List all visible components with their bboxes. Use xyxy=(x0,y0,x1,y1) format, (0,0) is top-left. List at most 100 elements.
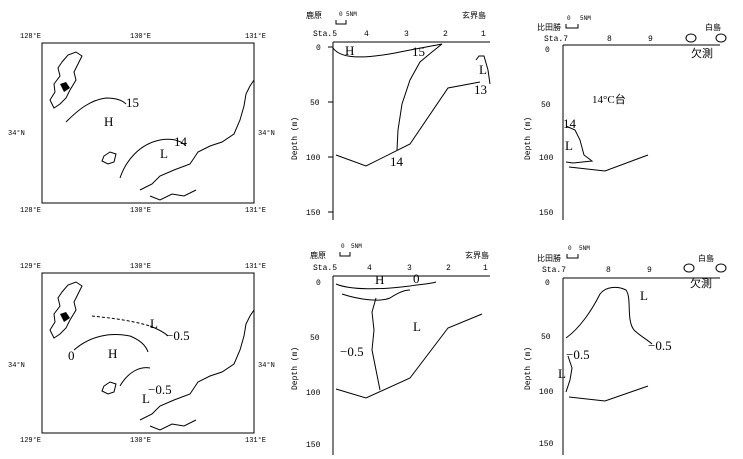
top-s1-scale-dist: 5NM xyxy=(346,11,357,18)
top-map-island-iki xyxy=(101,151,117,165)
top-s1-ytick-50: 50 xyxy=(310,99,320,108)
top-s1-station-2: 2 xyxy=(443,30,448,39)
bottom-s1-contour-neg xyxy=(371,297,381,391)
top-s1-contour-13 xyxy=(475,55,491,85)
bottom-s2-label-neg-right: −0.5 xyxy=(648,338,672,353)
bottom-s2-missing: 欠測 xyxy=(690,276,712,290)
top-s1-place-right: 玄界島 xyxy=(462,10,486,20)
top-map-label-low: L xyxy=(160,146,168,161)
bottom-s2-ytick-150: 150 xyxy=(539,440,554,449)
bottom-s2-scale-dist: 5NM xyxy=(579,245,590,252)
bottom-map-lat-right: 34°N xyxy=(258,361,275,370)
top-s1-ytick-100: 100 xyxy=(306,154,321,163)
top-map-lon-top-3: 131°E xyxy=(245,32,266,41)
bottom-s2-label-low-bottom: L xyxy=(558,366,566,381)
bottom-map-contour-neg-bottom xyxy=(119,367,151,387)
bottom-map-lon-top-1: 129°E xyxy=(20,262,41,271)
top-map-lon-bottom-2: 130°E xyxy=(130,206,151,215)
bottom-map-coastline-south xyxy=(149,419,197,431)
bottom-map-label-low-top: L xyxy=(150,316,158,331)
top-section1: 鹿原 0 5NM 玄界島 Sta.5 4 3 2 1 0 50 100 150 … xyxy=(291,10,491,220)
bottom-map-label-low-bottom: L xyxy=(142,391,150,406)
top-map-contour-15 xyxy=(65,97,127,123)
bottom-map-lon-bottom-2: 130°E xyxy=(130,436,151,445)
top-s1-bottom-profile xyxy=(335,81,481,167)
bottom-map-frame xyxy=(41,272,255,434)
bottom-map-coastline xyxy=(139,309,255,421)
bottom-section1: 鹿原 0 5NM 玄界島 Sta.5 4 3 2 1 0 50 100 150 … xyxy=(291,243,490,455)
bottom-s1-bottom-profile xyxy=(335,313,483,399)
top-s2-ytick-150: 150 xyxy=(539,209,554,218)
top-map-lon-top-2: 130°E xyxy=(130,32,151,41)
top-s1-scale-bar xyxy=(335,20,347,25)
top-s2-missing: 欠測 xyxy=(691,46,713,60)
bottom-map-label-zero: 0 xyxy=(68,348,75,363)
bottom-s2-bottom-profile xyxy=(568,385,649,402)
top-section2: 比田勝 0 5NM 白島 Sta.7 8 9 0 50 100 150 Dept… xyxy=(524,15,727,220)
bottom-s1-contour-upper xyxy=(335,281,437,290)
top-map-coastline-south xyxy=(149,189,197,201)
bottom-s1-ytick-0: 0 xyxy=(316,279,321,288)
top-s1-ytick-150: 150 xyxy=(306,209,321,218)
top-map-lat-left: 34°N xyxy=(8,129,25,138)
bottom-map-label-neg-bottom: −0.5 xyxy=(148,382,172,397)
top-s1-ylabel: Depth (m) xyxy=(291,117,300,160)
bottom-s1-label-high: H xyxy=(375,272,384,287)
top-s2-place-left: 比田勝 xyxy=(537,22,561,32)
top-map-label-15: 15 xyxy=(126,95,139,110)
top-s1-scale-zero: 0 xyxy=(339,11,343,18)
top-map-lon-bottom-1: 128°E xyxy=(20,206,41,215)
top-s2-scale-bar xyxy=(565,24,579,29)
bottom-s1-station-3: 3 xyxy=(407,264,412,273)
bottom-map-lat-left: 34°N xyxy=(8,361,25,370)
top-map-frame xyxy=(41,42,255,204)
bottom-s2-label-low-top: L xyxy=(640,288,648,303)
top-s2-label-low: L xyxy=(565,138,573,153)
top-s2-station-circle-1 xyxy=(685,33,697,43)
top-s1-contour-15 xyxy=(332,43,443,58)
top-s1-station-1: 1 xyxy=(481,30,486,39)
top-s2-station-prefix: Sta.7 xyxy=(544,35,568,44)
bottom-s2-label-neg-left: −0.5 xyxy=(566,347,590,362)
top-map-label-high: H xyxy=(104,114,113,129)
top-s1-label-high: H xyxy=(345,43,354,58)
bottom-s1-scale-dist: 5NM xyxy=(351,243,362,250)
bottom-s1-ylabel: Depth (m) xyxy=(291,347,300,390)
bottom-map: 129°E 130°E 131°E 129°E 130°E 131°E 34°N… xyxy=(8,262,275,445)
top-map-coastline xyxy=(139,79,255,191)
bottom-s2-station-circle-2 xyxy=(715,263,727,273)
top-s1-label-low: L xyxy=(479,62,487,77)
bottom-s1-label-neg: −0.5 xyxy=(340,344,364,359)
top-s1-place-left: 鹿原 xyxy=(306,10,322,20)
top-s2-label-14: 14 xyxy=(563,116,577,131)
top-map-lon-bottom-3: 131°E xyxy=(245,206,266,215)
top-s2-station-8: 8 xyxy=(607,35,612,44)
bottom-s2-place-right: 白島 xyxy=(698,253,714,263)
top-s1-station-4: 4 xyxy=(364,30,369,39)
bottom-s2-station-prefix: Sta.7 xyxy=(542,266,566,275)
top-map-lat-right: 34°N xyxy=(258,129,275,138)
bottom-s1-label-zero: 0 xyxy=(413,271,420,286)
top-s1-ytick-0: 0 xyxy=(316,44,321,53)
top-map: 128°E 130°E 131°E 128°E 130°E 131°E 34°N… xyxy=(8,32,275,215)
top-s2-ytick-0: 0 xyxy=(545,46,550,55)
bottom-s1-scale-zero: 0 xyxy=(341,243,345,250)
top-s2-scale-dist: 5NM xyxy=(580,15,591,22)
top-s1-label-13: 13 xyxy=(474,82,487,97)
top-s1-label-14: 14 xyxy=(390,154,404,169)
top-s2-ytick-100: 100 xyxy=(539,154,554,163)
bottom-s1-place-left: 鹿原 xyxy=(310,250,326,260)
bottom-s2-station-9: 9 xyxy=(647,266,652,275)
bottom-section2: 比田勝 0 5NM 白島 Sta.7 8 9 0 50 100 150 Dept… xyxy=(524,245,727,455)
bottom-s2-scale-zero: 0 xyxy=(568,245,572,252)
top-s2-station-9: 9 xyxy=(648,35,653,44)
top-s1-station-prefix: Sta.5 xyxy=(313,30,337,39)
bottom-s1-contour-zero xyxy=(341,289,411,301)
bottom-map-lon-top-3: 131°E xyxy=(245,262,266,271)
top-s1-contour-14 xyxy=(396,43,443,151)
bottom-s1-ytick-50: 50 xyxy=(310,334,320,343)
bottom-s1-scale-bar xyxy=(339,252,351,257)
bottom-s1-station-2: 2 xyxy=(446,264,451,273)
bottom-s2-ytick-0: 0 xyxy=(545,279,550,288)
